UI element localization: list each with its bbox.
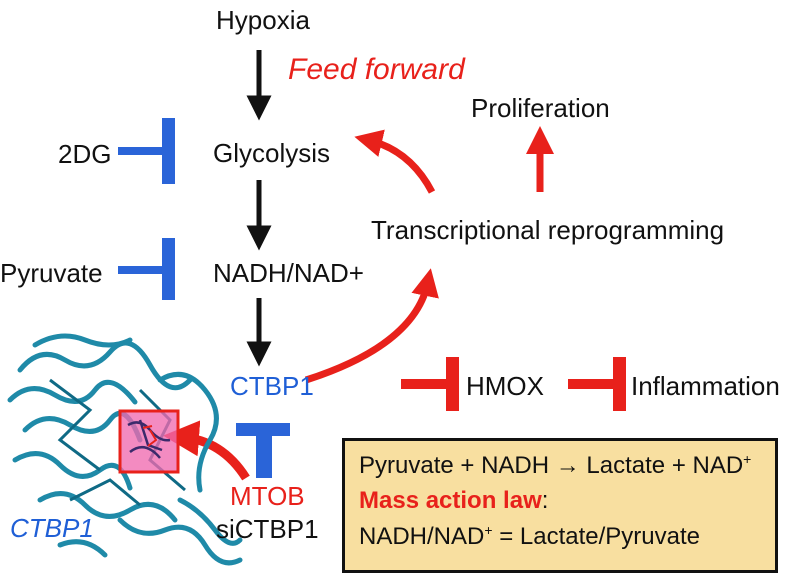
reaction-equation: Pyruvate + NADH → Lactate + NAD+ (359, 451, 761, 481)
ratio-equation: NADH/NAD+ = Lactate/Pyruvate (359, 522, 761, 552)
inhibit-ctbp1-hmox (401, 357, 459, 411)
mass-action-box: Pyruvate + NADH → Lactate + NAD+ Mass ac… (342, 438, 778, 573)
node-transcriptional-reprogramming: Transcriptional reprogramming (371, 215, 725, 245)
node-inflammation: Inflammation (631, 371, 780, 401)
reaction-arrow-icon: → (555, 452, 580, 479)
mass-action-law: Mass action law: (359, 487, 761, 516)
node-hypoxia: Hypoxia (216, 5, 310, 35)
reaction-products: Lactate + NAD (586, 452, 744, 479)
node-glycolysis: Glycolysis (213, 138, 331, 168)
node-hmox: HMOX (466, 371, 544, 401)
arrow-mtob-protein (163, 420, 250, 481)
inhibit-2dg-glycolysis (118, 118, 175, 184)
ratio-right: = Lactate/Pyruvate (492, 522, 700, 550)
node-ctbp1: CTBP1 (230, 371, 314, 401)
law-label: Mass action law (359, 486, 542, 514)
active-site-ligand-red (142, 425, 158, 447)
inhibitor-2dg: 2DG (58, 139, 112, 169)
reaction-superscript: + (743, 451, 752, 467)
arrow-ctbp1-transcriptional (304, 268, 439, 384)
law-colon: : (541, 486, 549, 514)
arrow-transcriptional-glycolysis (354, 129, 436, 194)
inhibit-mtob-ctbp1 (236, 423, 290, 478)
node-nadh-nad: NADH/NAD+ (213, 258, 364, 288)
node-proliferation: Proliferation (471, 93, 610, 123)
ratio-left: NADH/NAD (359, 522, 485, 550)
reaction-reactants: Pyruvate + NADH (359, 452, 550, 479)
inhibitor-sictbp1: siCTBP1 (216, 514, 319, 544)
protein-label: CTBP1 (10, 513, 94, 543)
inhibitor-mtob: MTOB (230, 481, 305, 511)
inhibit-hmox-inflammation (568, 357, 626, 411)
feed-forward-label: Feed forward (288, 53, 465, 86)
active-site-highlight (118, 409, 180, 474)
ratio-superscript: + (484, 521, 493, 538)
inhibitor-pyruvate: Pyruvate (0, 258, 103, 288)
inhibit-pyruvate-nadh (118, 238, 175, 300)
ctbp1-protein-structure (7, 333, 243, 566)
